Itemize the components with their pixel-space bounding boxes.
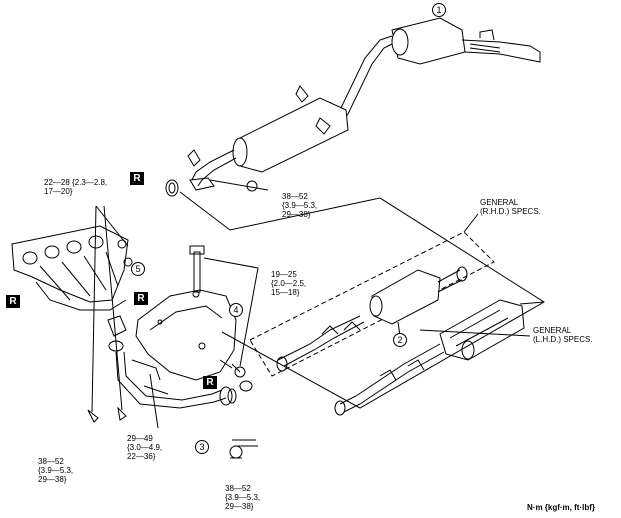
spec-lhd-label: GENERAL (L.H.D.) SPECS. [533, 326, 593, 344]
exhaust-manifold [11, 225, 133, 311]
units-label: N·m {kgf·m, ft·lbf} [527, 503, 595, 512]
torque-manifold-nuts: 22—28 {2.3—2.8, 17—20} [44, 178, 108, 196]
torque-insulator-bolts: 19—25 {2.0—2.5, 15—18} [271, 270, 307, 297]
replace-mark: R [6, 295, 20, 308]
torque-muffler-joint: 38—52 {3.9—5.3, 29—38} [282, 192, 318, 219]
callout-5: 5 [131, 262, 145, 276]
callout-1: 1 [432, 3, 446, 17]
replace-mark: R [203, 376, 217, 389]
callout-3: 3 [195, 440, 209, 454]
pre-silencer [187, 85, 349, 187]
replace-mark: R [130, 172, 144, 185]
spec-rhd-label: GENERAL (R.H.D.) SPECS. [480, 198, 541, 216]
torque-lower-left: 38—52 {3.9—5.3, 29—38} [38, 457, 74, 484]
torque-stud: 29—49 {3.0—4.9, 22—36} [127, 434, 163, 461]
callout-4: 4 [229, 303, 243, 317]
main-silencer [333, 17, 541, 123]
torque-bottom: 38—52 {3.9—5.3, 29—38} [225, 484, 261, 511]
callout-2: 2 [393, 333, 407, 347]
heat-insulator [135, 289, 237, 381]
lhd-exhaust [334, 299, 525, 416]
front-pipe [107, 315, 237, 409]
rhd-dashed-box [249, 231, 495, 377]
replace-mark: R [134, 292, 148, 305]
rhd-exhaust [276, 266, 468, 372]
